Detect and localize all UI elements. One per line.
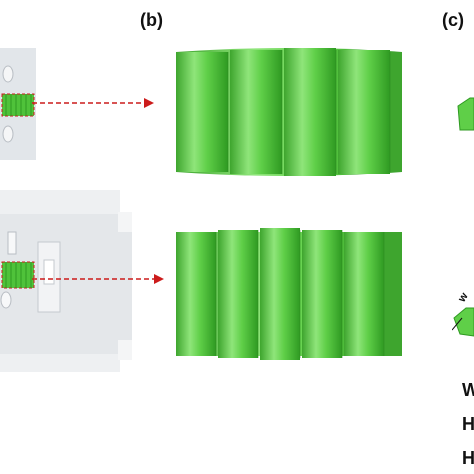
- mold-photo-top-art: [0, 48, 36, 160]
- mold-photo-bottom: [0, 190, 132, 372]
- panel-label-c: (c): [442, 10, 464, 30]
- arrow-bottom: [32, 274, 164, 284]
- mold-photo-bottom-art: [0, 190, 132, 372]
- profile-shape-bottom: [452, 307, 474, 337]
- corrugated-render-bottom: [176, 228, 402, 360]
- legend-w: W: [462, 380, 474, 400]
- legend-h1: H: [462, 414, 474, 434]
- profile-shape-top: [457, 97, 474, 131]
- panel-label-b: (b): [140, 10, 163, 30]
- corrugated-render-top: [176, 48, 402, 176]
- arrow-top: [32, 98, 154, 108]
- mold-photo-top: [0, 48, 36, 160]
- legend-h2: H: [462, 448, 474, 468]
